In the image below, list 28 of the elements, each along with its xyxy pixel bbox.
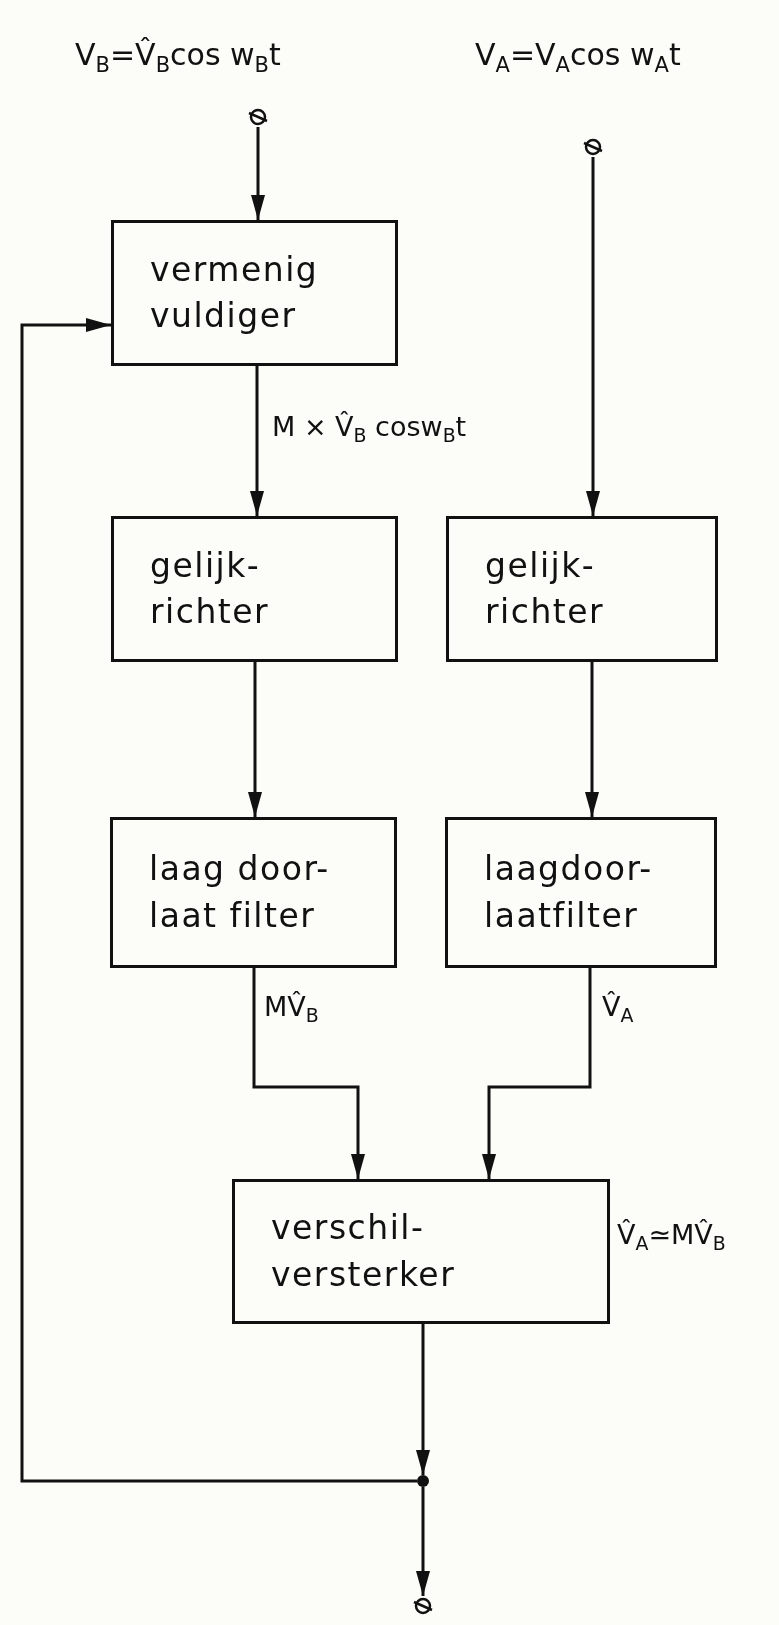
process-box	[111, 220, 398, 366]
terminal	[583, 137, 603, 157]
terminal	[413, 1596, 433, 1616]
arrow	[252, 968, 365, 1179]
node-annotation: V̂$_{A}$≃MV̂$_{B}$	[617, 1220, 726, 1255]
arrow	[20, 318, 417, 1483]
arrow	[250, 366, 264, 516]
box-label: vermenig vuldiger	[150, 248, 320, 337]
arrow	[585, 662, 599, 817]
process-box	[445, 817, 717, 968]
box-label: verschil- versterker	[271, 1207, 457, 1296]
arrow	[416, 1324, 430, 1475]
arrow	[251, 127, 265, 220]
signal-formula: V$_{B}$=V̂$_{B}$cos w$_{B}$t	[75, 38, 281, 78]
box-label: laag door- laat filter	[149, 848, 331, 937]
process-box	[110, 817, 397, 968]
junction-dot	[417, 1475, 429, 1487]
signal-formula: V$_{A}$=V$_{A}$cos w$_{A}$t	[475, 38, 681, 78]
box-label: gelijk- richter	[485, 544, 606, 633]
arrow	[416, 1487, 430, 1596]
arrow	[586, 157, 600, 516]
box-label: laagdoor- laatfilter	[484, 848, 654, 937]
box-label: gelijk- richter	[150, 544, 271, 633]
process-box	[446, 516, 718, 662]
terminal	[248, 107, 268, 127]
process-box	[111, 516, 398, 662]
arrow	[482, 968, 592, 1179]
arrow	[248, 662, 262, 817]
